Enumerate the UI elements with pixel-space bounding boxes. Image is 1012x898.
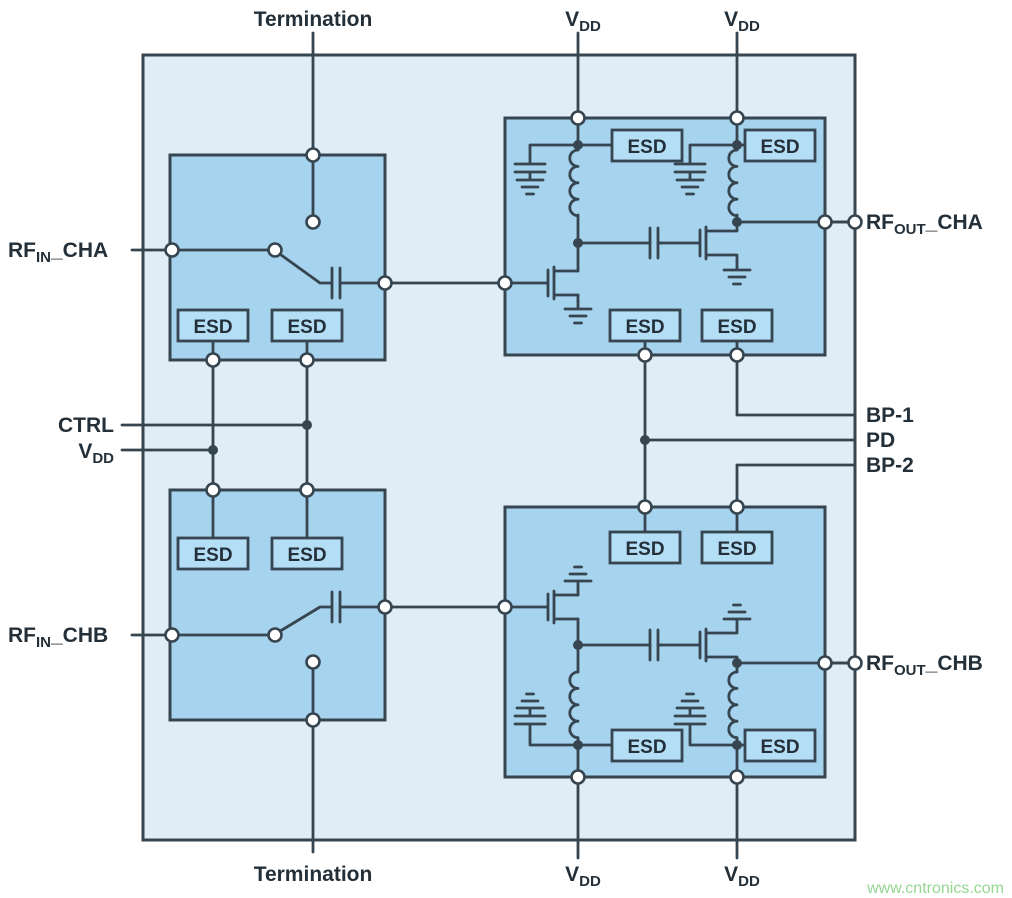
terminal bbox=[377, 275, 393, 291]
label-vdd-top-right: VDD bbox=[724, 8, 760, 35]
terminal bbox=[637, 499, 653, 515]
terminals bbox=[164, 110, 863, 785]
esd-box bbox=[270, 536, 344, 571]
terminal bbox=[570, 769, 586, 785]
switch-contact bbox=[305, 654, 321, 670]
label-termination-top: Termination bbox=[254, 8, 373, 31]
wire-switch-cha bbox=[170, 153, 387, 362]
pin-labels: Termination VDD VDD RFIN_CHA CTRL VDD RF… bbox=[8, 8, 983, 890]
terminal bbox=[164, 627, 180, 643]
esd-box bbox=[608, 308, 682, 343]
switch-pivot bbox=[267, 627, 283, 643]
label-vdd-top-left: VDD bbox=[565, 8, 601, 35]
label-rf-out-cha: RFOUT_CHA bbox=[866, 211, 983, 238]
wire-switch-chb bbox=[170, 488, 387, 722]
esd-box bbox=[270, 308, 344, 343]
terminal bbox=[305, 147, 321, 163]
terminal bbox=[299, 482, 315, 498]
junction bbox=[573, 238, 583, 248]
label-ctrl: CTRL bbox=[58, 414, 114, 437]
junction bbox=[302, 420, 312, 430]
esd-box bbox=[610, 128, 684, 163]
junction bbox=[732, 217, 742, 227]
terminal bbox=[299, 352, 315, 368]
terminal bbox=[205, 482, 221, 498]
terminal bbox=[729, 769, 745, 785]
label-vdd-left: VDD bbox=[78, 440, 114, 467]
wires-outer bbox=[120, 31, 857, 860]
esd-box bbox=[743, 728, 817, 763]
terminal bbox=[817, 655, 833, 671]
wire-top-pins bbox=[311, 31, 739, 157]
esd-box bbox=[176, 536, 250, 571]
switch-chb bbox=[170, 488, 387, 722]
label-vdd-bottom-left: VDD bbox=[565, 863, 601, 890]
label-pd: PD bbox=[866, 429, 895, 452]
label-rf-out-chb: RFOUT_CHB bbox=[866, 652, 983, 679]
junction bbox=[208, 445, 218, 455]
junction bbox=[640, 435, 650, 445]
label-rf-in-cha: RFIN_CHA bbox=[8, 239, 108, 266]
terminal bbox=[377, 599, 393, 615]
wire-bottom-pins bbox=[311, 718, 739, 860]
esd-box bbox=[700, 308, 774, 343]
terminal bbox=[205, 352, 221, 368]
label-bp1: BP-1 bbox=[866, 404, 914, 427]
terminal bbox=[729, 347, 745, 363]
junction bbox=[573, 740, 583, 750]
label-rf-in-chb: RFIN_CHB bbox=[8, 624, 108, 651]
junction bbox=[573, 640, 583, 650]
terminal bbox=[497, 599, 513, 615]
terminal bbox=[729, 110, 745, 126]
switch-contact bbox=[305, 214, 321, 230]
junction bbox=[732, 740, 742, 750]
esd-box bbox=[610, 728, 684, 763]
label-vdd-bottom-right: VDD bbox=[724, 863, 760, 890]
terminal bbox=[305, 712, 321, 728]
terminal bbox=[570, 110, 586, 126]
junction bbox=[732, 140, 742, 150]
junction bbox=[732, 658, 742, 668]
terminal bbox=[729, 499, 745, 515]
terminal bbox=[497, 275, 513, 291]
terminal bbox=[637, 347, 653, 363]
wire-left-pins bbox=[120, 248, 309, 637]
esd-box bbox=[743, 128, 817, 163]
esd-box bbox=[608, 530, 682, 565]
junctions bbox=[208, 140, 742, 750]
esd-box bbox=[700, 530, 774, 565]
switch-cha bbox=[170, 153, 387, 362]
junction bbox=[573, 140, 583, 150]
pad-rf-out-chb bbox=[847, 655, 863, 671]
watermark: www.cntronics.com bbox=[866, 880, 1004, 897]
pad-rf-out-cha bbox=[847, 214, 863, 230]
block-input-switch-chb bbox=[168, 488, 387, 722]
switch-pivot bbox=[267, 242, 283, 258]
label-bp2: BP-2 bbox=[866, 454, 914, 477]
terminal bbox=[164, 242, 180, 258]
label-termination-bottom: Termination bbox=[254, 863, 373, 886]
terminal bbox=[817, 214, 833, 230]
esd-box bbox=[176, 308, 250, 343]
